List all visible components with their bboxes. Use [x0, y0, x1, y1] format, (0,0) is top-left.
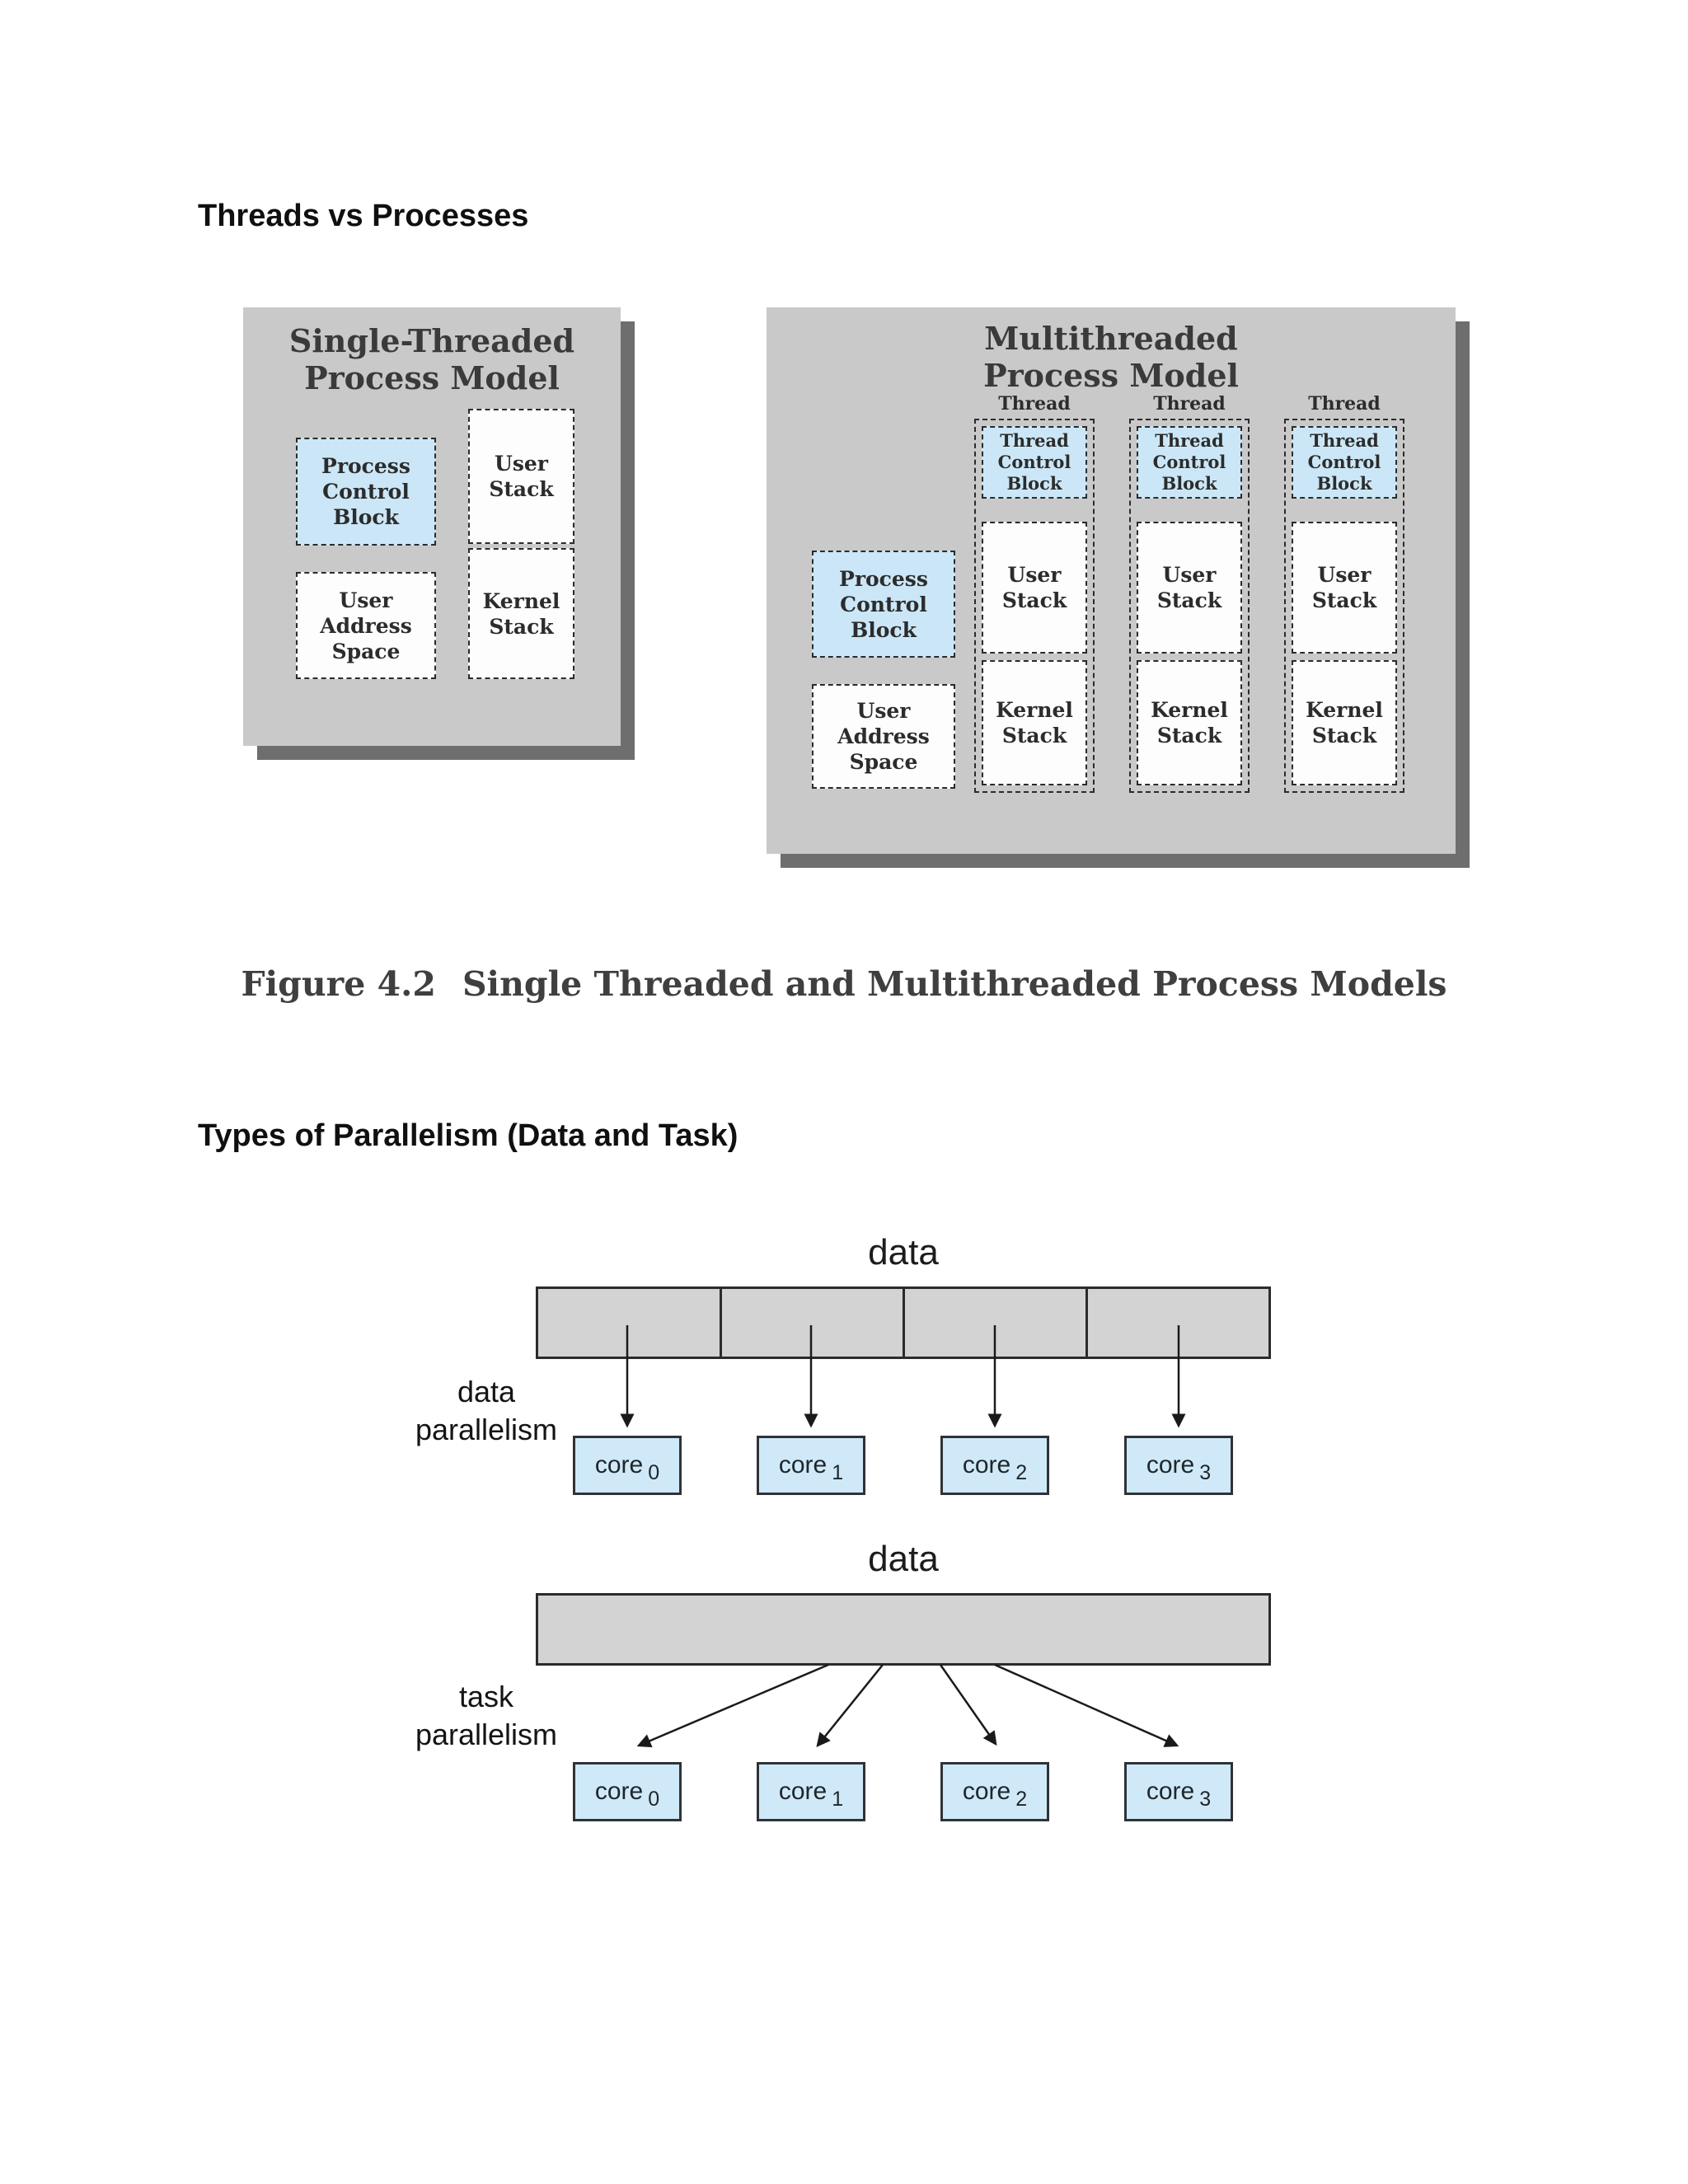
- multithreaded-panel-title: Multithreaded Process Model: [767, 320, 1456, 394]
- core-index: 3: [1199, 1460, 1212, 1484]
- data-parallelism-label-line-1: data: [457, 1375, 516, 1408]
- task-split-arrow-4: [994, 1663, 1179, 1747]
- single-threaded-title-line-2: Process Model: [304, 359, 560, 396]
- user-stack-label: User Stack: [1156, 563, 1222, 612]
- heading-types-of-parallelism: Types of Parallelism (Data and Task): [198, 1118, 738, 1153]
- single-threaded-panel: Single-Threaded Process Model Process Co…: [243, 307, 621, 746]
- data-bar-solid: [536, 1593, 1271, 1666]
- data-label-bottom: data: [868, 1539, 939, 1579]
- data-parallelism-label: data parallelism: [346, 1373, 626, 1449]
- core-label: core: [962, 1451, 1011, 1479]
- thread-column-3: Thread Control Block User Stack Kernel S…: [1284, 419, 1404, 793]
- core-label: core: [594, 1778, 644, 1805]
- process-control-block-label: Process Control Block: [839, 566, 928, 642]
- core-label: core: [594, 1451, 644, 1479]
- thread-label-2: Thread: [1153, 393, 1226, 415]
- thread-user-stack-box-3: User Stack: [1292, 522, 1397, 654]
- process-control-block-box-multi: Process Control Block: [812, 551, 955, 658]
- core-label: core: [778, 1451, 828, 1479]
- thread-kernel-stack-box-2: Kernel Stack: [1137, 660, 1242, 785]
- thread-control-block-box-3: Thread Control Block: [1292, 426, 1397, 499]
- thread-control-block-label: Thread Control Block: [997, 430, 1071, 494]
- kernel-stack-label: Kernel Stack: [996, 698, 1073, 748]
- user-address-space-label: User Address Space: [320, 588, 412, 663]
- task-parallelism-label-line-2: parallelism: [415, 1718, 558, 1751]
- task-split-arrow-2: [816, 1664, 884, 1747]
- thread-kernel-stack-box-1: Kernel Stack: [982, 660, 1087, 785]
- bar-divider-1: [720, 1289, 722, 1357]
- user-stack-label: User Stack: [1001, 563, 1067, 612]
- kernel-stack-label: Kernel Stack: [482, 588, 560, 639]
- figure-caption: Figure 4.2 Single Threaded and Multithrea…: [0, 964, 1688, 1004]
- user-address-space-label: User Address Space: [837, 699, 930, 774]
- task-split-arrow-3: [939, 1664, 997, 1746]
- user-stack-box: User Stack: [468, 409, 574, 544]
- task-split-arrow-1: [636, 1663, 829, 1748]
- multithreaded-title-line-2: Process Model: [983, 357, 1239, 394]
- core-index: 1: [832, 1787, 844, 1811]
- user-address-space-box-multi: User Address Space: [812, 684, 955, 789]
- thread-control-block-label: Thread Control Block: [1307, 430, 1381, 494]
- task-parallelism-label: task parallelism: [346, 1678, 626, 1754]
- process-control-block-label: Process Control Block: [321, 454, 410, 529]
- core-label: core: [962, 1778, 1011, 1805]
- thread-kernel-stack-box-3: Kernel Stack: [1292, 660, 1397, 785]
- core-index: 3: [1199, 1787, 1212, 1811]
- process-control-block-box: Process Control Block: [296, 438, 436, 546]
- core-label: core: [1146, 1451, 1195, 1479]
- thread-control-block-box-1: Thread Control Block: [982, 426, 1087, 499]
- heading-threads-vs-processes: Threads vs Processes: [198, 199, 529, 233]
- thread-user-stack-box-2: User Stack: [1137, 522, 1242, 654]
- core-index: 2: [1015, 1787, 1028, 1811]
- thread-control-block-box-2: Thread Control Block: [1137, 426, 1242, 499]
- thread-column-1: Thread Control Block User Stack Kernel S…: [974, 419, 1095, 793]
- thread-control-block-label: Thread Control Block: [1152, 430, 1226, 494]
- kernel-stack-box: Kernel Stack: [468, 548, 574, 679]
- data-bar-segmented: [536, 1286, 1271, 1359]
- single-threaded-title-line-1: Single-Threaded: [288, 322, 575, 359]
- kernel-stack-label: Kernel Stack: [1151, 698, 1228, 748]
- task-parallelism-label-line-1: task: [458, 1680, 514, 1713]
- core-label: core: [778, 1778, 828, 1805]
- data-parallelism-label-line-2: parallelism: [415, 1413, 558, 1446]
- core-index: 0: [648, 1460, 660, 1484]
- bar-divider-3: [1085, 1289, 1088, 1357]
- kernel-stack-label: Kernel Stack: [1306, 698, 1383, 748]
- thread-user-stack-box-1: User Stack: [982, 522, 1087, 654]
- core-index: 2: [1015, 1460, 1028, 1484]
- user-stack-label: User Stack: [1311, 563, 1377, 612]
- user-stack-label: User Stack: [489, 452, 554, 501]
- core-index: 0: [648, 1787, 660, 1811]
- single-threaded-panel-title: Single-Threaded Process Model: [243, 322, 621, 396]
- bar-divider-2: [903, 1289, 905, 1357]
- core-label: core: [1146, 1778, 1195, 1805]
- thread-label-3: Thread: [1308, 393, 1381, 415]
- data-label-top: data: [868, 1232, 939, 1272]
- multithreaded-title-line-1: Multithreaded: [984, 320, 1238, 357]
- thread-label-1: Thread: [998, 393, 1071, 415]
- user-address-space-box: User Address Space: [296, 572, 436, 679]
- core-index: 1: [832, 1460, 844, 1484]
- figure-caption-number: Figure 4.2: [241, 964, 436, 1004]
- multithreaded-panel: Multithreaded Process Model Thread Threa…: [767, 307, 1456, 854]
- figure-caption-text: Single Threaded and Multithreaded Proces…: [462, 964, 1447, 1004]
- thread-column-2: Thread Control Block User Stack Kernel S…: [1129, 419, 1250, 793]
